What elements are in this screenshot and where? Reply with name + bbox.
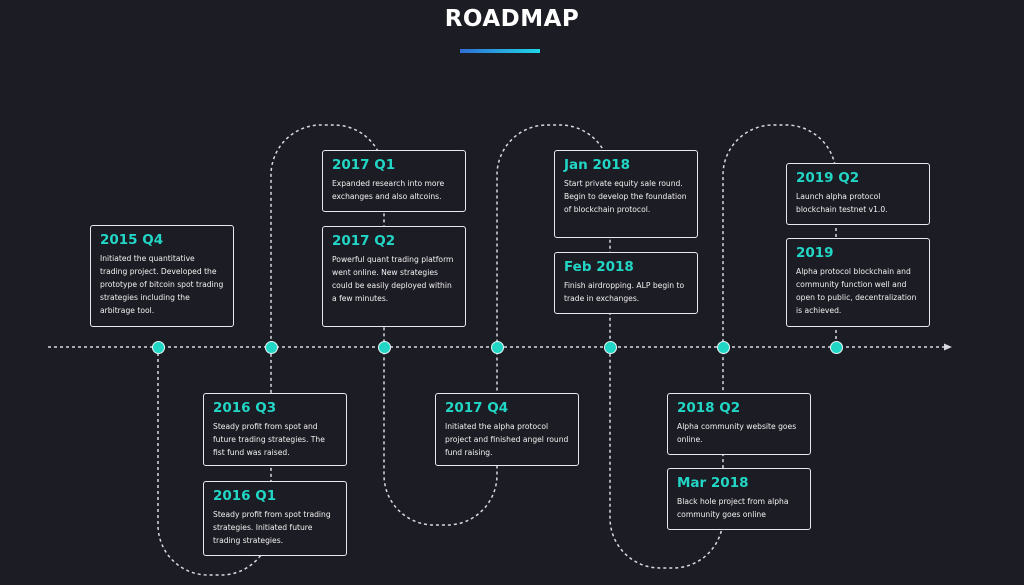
milestone-description: Alpha protocol blockchain and community … [796, 267, 917, 315]
milestone-title: 2017 Q4 [445, 400, 509, 416]
milestone-card-2017-q4: 2017 Q4 Initiated the alpha protocol pro… [435, 393, 579, 466]
milestone-card-2018-q2: 2018 Q2 Alpha community website goes onl… [667, 393, 811, 455]
milestone-title: 2017 Q2 [332, 233, 396, 249]
milestone-title: Jan 2018 [564, 157, 631, 173]
milestone-description: Expanded research into more exchanges an… [332, 179, 445, 201]
milestone-card-2019: 2019 Alpha protocol blockchain and commu… [786, 238, 930, 327]
milestone-card-2017-q1: 2017 Q1 Expanded research into more exch… [322, 150, 466, 212]
serpentine-path [157, 124, 837, 576]
milestone-card-mar-2018: Mar 2018 Black hole project from alpha c… [667, 468, 811, 530]
milestone-title: Feb 2018 [564, 259, 634, 275]
milestone-dot-1[interactable] [151, 340, 165, 354]
milestone-card-2019-q2: 2019 Q2 Launch alpha protocol blockchain… [786, 163, 930, 225]
milestone-title: 2018 Q2 [677, 400, 741, 416]
milestone-title: 2016 Q1 [213, 488, 277, 504]
milestone-card-2017-q2: 2017 Q2 Powerful quant trading platform … [322, 226, 466, 327]
milestone-description: Steady profit from spot and future tradi… [213, 422, 325, 457]
milestone-description: Alpha community website goes online. [677, 422, 797, 444]
milestone-card-2015-q4: 2015 Q4 Initiated the quantitative tradi… [90, 225, 234, 327]
milestone-description: Steady profit from spot trading strategi… [213, 510, 331, 545]
milestone-dot-2[interactable] [264, 340, 278, 354]
milestone-dot-7[interactable] [829, 340, 843, 354]
milestone-title: 2019 [796, 245, 834, 261]
milestone-description: Start private equity sale round. Begin t… [564, 179, 687, 214]
title-underline [460, 49, 540, 53]
milestone-description: Finish airdropping. ALP begin to trade i… [564, 281, 685, 303]
milestone-dot-5[interactable] [603, 340, 617, 354]
milestone-card-feb-2018: Feb 2018 Finish airdropping. ALP begin t… [554, 252, 698, 314]
milestone-description: Launch alpha protocol blockchain testnet… [796, 192, 888, 214]
timeline-arrowhead [944, 343, 952, 351]
milestone-dot-4[interactable] [490, 340, 504, 354]
milestone-card-jan-2018: Jan 2018 Start private equity sale round… [554, 150, 698, 238]
milestone-description: Initiated the alpha protocol project and… [445, 422, 569, 457]
milestone-card-2016-q3: 2016 Q3 Steady profit from spot and futu… [203, 393, 347, 466]
milestone-dot-6[interactable] [716, 340, 730, 354]
milestone-title: 2015 Q4 [100, 232, 164, 248]
page-title: ROADMAP [444, 6, 580, 32]
milestone-card-2016-q1: 2016 Q1 Steady profit from spot trading … [203, 481, 347, 556]
milestone-dot-3[interactable] [377, 340, 391, 354]
milestone-title: 2019 Q2 [796, 170, 860, 186]
milestone-title: 2017 Q1 [332, 157, 396, 173]
milestone-description: Powerful quant trading platform went onl… [332, 255, 454, 303]
milestone-description: Black hole project from alpha community … [677, 497, 789, 519]
milestone-description: Initiated the quantitative trading proje… [100, 254, 224, 315]
milestone-title: 2016 Q3 [213, 400, 277, 416]
milestone-title: Mar 2018 [677, 475, 749, 491]
